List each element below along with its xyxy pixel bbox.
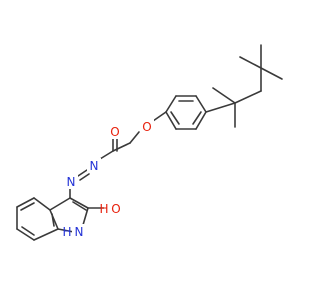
bond: [69, 197, 89, 209]
bond: [165, 95, 177, 113]
atom-label-layer: O O N N O H N H: [62, 119, 154, 239]
carbonyl-oxygen-label: O: [110, 125, 119, 139]
bond: [195, 111, 207, 130]
ether-oxygen-label: O: [142, 120, 151, 134]
hydrazone-n2-label: N: [67, 175, 76, 189]
bond: [57, 228, 75, 233]
hydroxyl-h-label: H: [99, 202, 108, 216]
bond: [165, 111, 177, 130]
label-background: [108, 124, 122, 139]
hydrazone-n1-label: N: [90, 159, 99, 173]
molecule-structure: O O N N O H N H: [16, 44, 283, 241]
molecule-diagram: O O N N O H N H: [16, 44, 283, 241]
label-background: [140, 119, 154, 134]
bond: [260, 67, 283, 80]
label-background: [104, 201, 118, 216]
bond: [212, 87, 236, 104]
bond: [20, 202, 35, 211]
bond: [79, 173, 90, 181]
bond: [129, 131, 140, 144]
bond: [51, 213, 55, 227]
bond: [234, 90, 262, 104]
bond: [205, 102, 236, 113]
bond: [112, 142, 131, 152]
bond: [16, 228, 35, 241]
hydroxyl-oxygen-label: O: [111, 202, 120, 216]
label-background: [87, 158, 101, 173]
bond: [33, 197, 51, 211]
bond: [192, 111, 202, 125]
bond: [21, 226, 35, 236]
bond: [77, 169, 88, 177]
bond: [195, 95, 207, 113]
bond: [239, 56, 262, 69]
bond: [72, 201, 87, 211]
ring-nh-h-label: H: [62, 225, 71, 239]
ring-nh-label: N: [75, 225, 84, 239]
bond: [16, 197, 35, 208]
bond: [82, 207, 89, 226]
bond: [33, 228, 59, 241]
label-background: [72, 224, 86, 239]
bond: [49, 197, 71, 211]
bond: [170, 111, 180, 125]
label-background: [64, 174, 78, 189]
bond: [152, 111, 167, 122]
bond: [49, 209, 59, 230]
bond-layer: [16, 44, 283, 241]
bond: [99, 150, 114, 160]
